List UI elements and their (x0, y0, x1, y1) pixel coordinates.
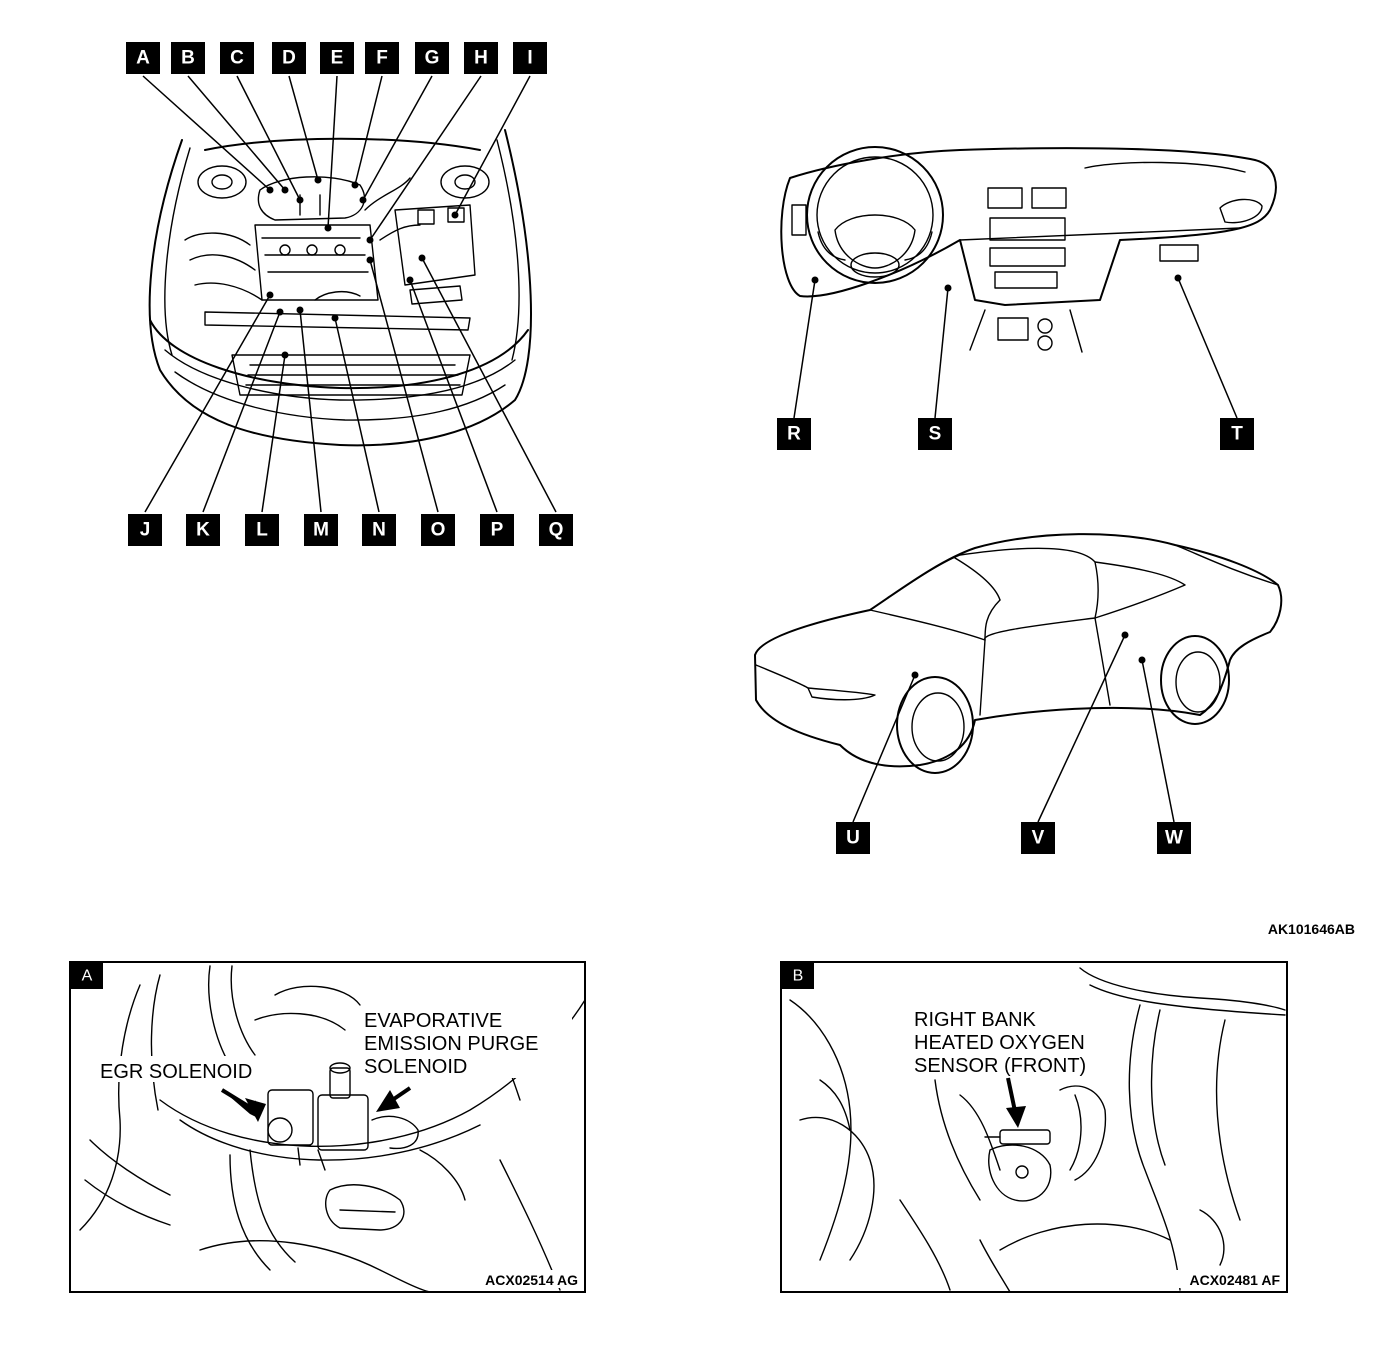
label-A: A (126, 42, 160, 74)
label-J: J (128, 514, 162, 546)
dashboard-view: R S T (777, 146, 1277, 450)
label-D-text: D (282, 48, 296, 69)
label-V: V (1021, 822, 1055, 854)
label-I-text: I (527, 48, 532, 69)
label-H-text: H (474, 48, 488, 69)
label-C: C (220, 42, 254, 74)
label-V-text: V (1032, 828, 1045, 849)
detail-a-panel: A EGR SOLENOID (69, 961, 586, 1293)
label-J-text: J (140, 520, 151, 541)
label-R-text: R (787, 424, 801, 445)
label-L-text: L (256, 520, 268, 541)
label-U: U (836, 822, 870, 854)
label-D: D (272, 42, 306, 74)
label-H: H (464, 42, 498, 74)
detail-a-code: ACX02514 AG (485, 1272, 578, 1288)
label-A-text: A (136, 48, 150, 69)
label-W: W (1157, 822, 1191, 854)
label-B-text: B (181, 48, 195, 69)
label-E: E (320, 42, 354, 74)
label-L: L (245, 514, 279, 546)
label-F-text: F (376, 48, 388, 69)
label-E-text: E (331, 48, 344, 69)
evap-purge-label-line-2: EMISSION PURGE (364, 1033, 538, 1055)
label-O: O (421, 514, 455, 546)
label-M: M (304, 514, 338, 546)
detail-b-panel: B RIGHT BANK HEATED OXYGEN SENSOR (FRONT… (780, 961, 1288, 1293)
o2-sensor-label-line-3: SENSOR (FRONT) (914, 1055, 1086, 1077)
label-C-text: C (230, 48, 244, 69)
label-N-text: N (372, 520, 386, 541)
vehicle-view: U V W (754, 533, 1283, 854)
label-P-text: P (491, 520, 504, 541)
label-U-text: U (846, 828, 860, 849)
detail-b-code: ACX02481 AF (1189, 1272, 1280, 1288)
evap-purge-label-line-3: SOLENOID (364, 1056, 467, 1078)
label-Q-text: Q (549, 520, 564, 541)
label-W-text: W (1165, 828, 1183, 849)
label-G-text: G (425, 48, 440, 69)
label-M-text: M (313, 520, 329, 541)
evap-purge-label-line-1: EVAPORATIVE (364, 1010, 502, 1032)
detail-b-tag: B (793, 968, 804, 985)
label-S-text: S (929, 424, 942, 445)
label-I: I (513, 42, 547, 74)
label-F: F (365, 42, 399, 74)
label-T-text: T (1231, 424, 1243, 445)
label-T: T (1220, 418, 1254, 450)
label-R: R (777, 418, 811, 450)
label-K: K (186, 514, 220, 546)
label-O-text: O (431, 520, 446, 541)
detail-a-tag: A (82, 968, 93, 985)
o2-sensor-label-line-1: RIGHT BANK (914, 1009, 1037, 1031)
label-P: P (480, 514, 514, 546)
figure-code: AK101646AB (1268, 921, 1355, 937)
o2-sensor-label-line-2: HEATED OXYGEN (914, 1032, 1085, 1054)
label-B: B (171, 42, 205, 74)
engine-compartment-view: A B C D E F G H I J K L M N O P Q (126, 42, 573, 546)
label-N: N (362, 514, 396, 546)
label-S: S (918, 418, 952, 450)
egr-solenoid-label: EGR SOLENOID (100, 1061, 252, 1083)
label-K-text: K (196, 520, 210, 541)
label-G: G (415, 42, 449, 74)
label-Q: Q (539, 514, 573, 546)
